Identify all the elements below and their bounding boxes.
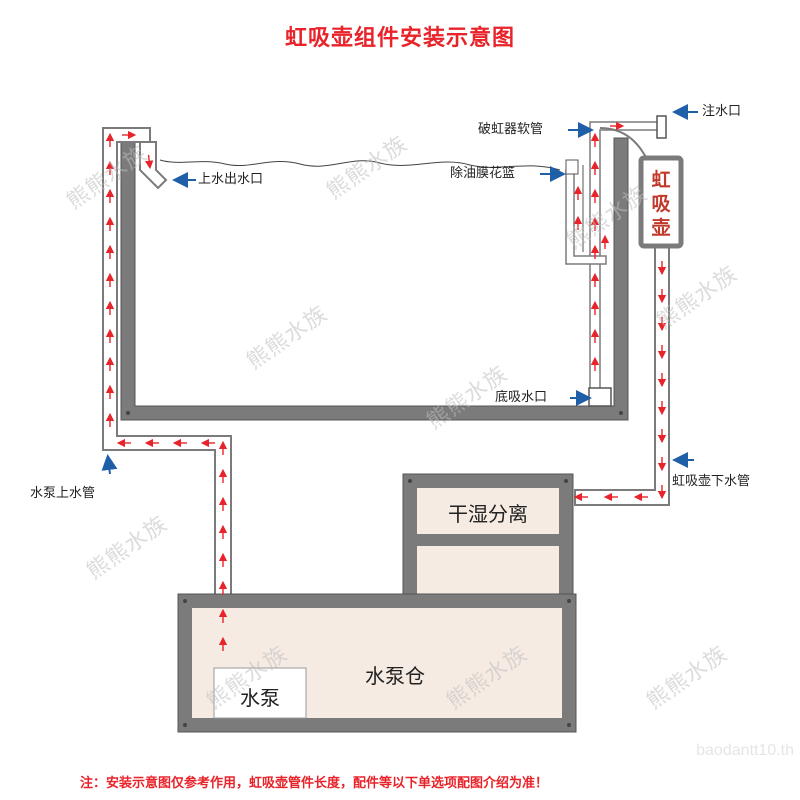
label-water-inlet: 注水口 (702, 104, 742, 119)
label-top-outlet: 上水出水口 (198, 172, 264, 187)
water-inlet-cap (656, 115, 667, 139)
siphon-pot-body (638, 155, 684, 249)
pump-label: 水泵 (240, 686, 280, 710)
label-siphon-down: 虹吸壶下水管 (672, 474, 751, 489)
pointer-pump-riser (101, 454, 118, 475)
flow-arrow (145, 154, 154, 170)
label-pump-riser: 水泵上水管 (30, 486, 96, 501)
dry-wet-label: 干湿分离 (448, 502, 528, 526)
label-bottom-intake: 底吸水口 (495, 390, 548, 405)
label-siphon-break: 破虹器软管 (478, 122, 544, 137)
pump-chamber-label: 水泵仓 (365, 664, 425, 688)
tank-frame (120, 137, 629, 421)
flow-arrows (105, 121, 667, 651)
bottom-intake (588, 387, 612, 407)
siphon-loop (599, 127, 649, 161)
site-watermark: baodantt10.th (696, 742, 794, 759)
sump-spacer-box (417, 546, 559, 594)
dry-wet-box (417, 488, 559, 534)
water-surface (159, 159, 561, 171)
footer-note: 注：安装示意图仅参考作用，虹吸壶管件长度，配件等以下单选项配图介绍为准！ (80, 776, 549, 791)
label-oil-skimmer: 除油膜花篮 (450, 166, 516, 181)
page-title: 虹吸壶组件安装示意图 (284, 26, 515, 51)
pump-box (213, 667, 307, 719)
siphon-pot-label: 虹吸壶 (651, 169, 671, 239)
